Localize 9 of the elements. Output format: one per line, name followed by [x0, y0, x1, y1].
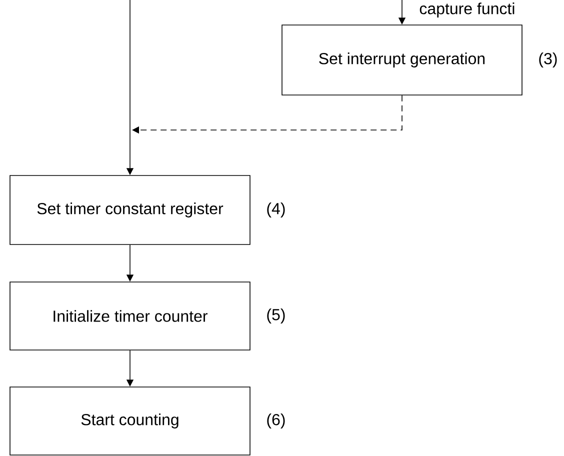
- process-box: Start counting: [10, 386, 250, 456]
- edge-label: capture functi: [418, 2, 516, 18]
- process-box: Set timer constant register: [10, 175, 250, 245]
- step-number: (3): [539, 52, 557, 68]
- process-box: Set interrupt generation: [282, 24, 522, 96]
- step-number: (6): [267, 414, 285, 428]
- step-number: (4): [267, 202, 285, 218]
- process-box: Initialize timer counter: [10, 282, 250, 350]
- step-number: (5): [267, 308, 285, 324]
